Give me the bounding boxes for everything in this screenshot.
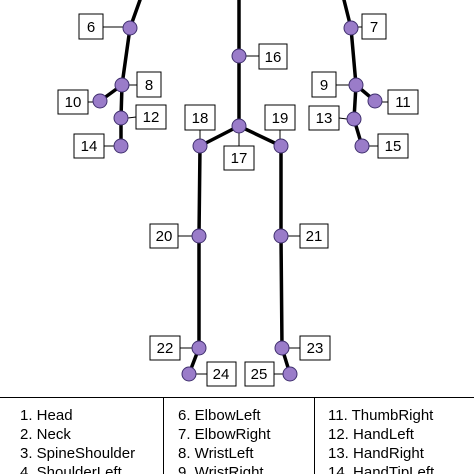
joint-handtip-left xyxy=(113,138,129,154)
joint-foot-left xyxy=(181,366,197,382)
legend-item: 14. HandTipLeft xyxy=(328,464,435,474)
label-box-23: 23 xyxy=(299,335,331,361)
label-box-6: 6 xyxy=(78,13,104,40)
legend-divider xyxy=(314,398,315,474)
joint-ankle-left xyxy=(191,340,207,356)
bone-left-forearm xyxy=(120,26,132,87)
label-box-18: 18 xyxy=(184,104,216,131)
joint-knee-left xyxy=(191,228,207,244)
label-box-14: 14 xyxy=(73,133,105,159)
legend-item: 9. WristRight xyxy=(178,464,264,474)
legend-item: 7. ElbowRight xyxy=(178,426,271,443)
legend-divider xyxy=(163,398,164,474)
label-box-22: 22 xyxy=(149,335,181,361)
legend-item: 13. HandRight xyxy=(328,445,424,462)
joint-spine-base xyxy=(231,118,247,134)
label-text: 21 xyxy=(306,228,323,245)
label-box-9: 9 xyxy=(311,71,337,98)
legend-item: 1. Head xyxy=(20,407,73,424)
joint-hip-right xyxy=(273,138,289,154)
label-text: 11 xyxy=(395,94,411,111)
bone-right-shin xyxy=(279,234,284,350)
joint-elbow-right xyxy=(343,20,359,36)
label-box-21: 21 xyxy=(299,223,329,249)
label-box-11: 11 xyxy=(387,89,419,115)
skeleton-diagram: 6 7 16 8 9 10 11 12 13 14 15 18 19 17 20… xyxy=(57,0,419,387)
joint-handtip-right xyxy=(354,138,370,154)
joint-labels: 6 7 16 8 9 10 11 12 13 14 15 18 19 17 20… xyxy=(57,13,419,387)
legend-item: 2. Neck xyxy=(20,426,71,443)
joint-legend: 1. Head 2. Neck 3. SpineShoulder 4. Shou… xyxy=(0,397,474,474)
legend-item: 4. ShoulderLeft xyxy=(20,464,122,474)
bone-left-thigh xyxy=(197,144,202,238)
label-text: 8 xyxy=(145,77,153,94)
label-box-7: 7 xyxy=(361,13,387,40)
label-box-12: 12 xyxy=(135,104,167,130)
legend-item: 12. HandLeft xyxy=(328,426,414,443)
label-box-15: 15 xyxy=(377,133,409,159)
joint-foot-right xyxy=(282,366,298,382)
label-text: 18 xyxy=(192,110,209,127)
label-box-16: 16 xyxy=(258,43,288,70)
label-text: 7 xyxy=(370,19,378,36)
label-text: 9 xyxy=(320,77,328,94)
label-text: 10 xyxy=(65,94,82,111)
joint-wrist-left xyxy=(114,77,130,93)
label-text: 15 xyxy=(385,138,402,155)
label-text: 25 xyxy=(251,366,268,383)
legend-column-3: 11. ThumbRight 12. HandLeft 13. HandRigh… xyxy=(328,406,434,474)
label-text: 22 xyxy=(157,340,174,357)
bone-right-forearm xyxy=(349,26,358,87)
joint-spine-mid xyxy=(231,48,247,64)
joint-thumb-left xyxy=(92,93,108,109)
label-text: 13 xyxy=(316,110,333,127)
label-text: 17 xyxy=(231,150,248,167)
legend-column-2: 6. ElbowLeft 7. ElbowRight 8. WristLeft … xyxy=(178,406,271,474)
joint-wrist-right xyxy=(348,77,364,93)
joint-thumb-right xyxy=(367,93,383,109)
label-text: 6 xyxy=(87,19,95,36)
legend-column-1: 1. Head 2. Neck 3. SpineShoulder 4. Shou… xyxy=(20,406,135,474)
bone-hip-right xyxy=(237,124,283,148)
label-text: 12 xyxy=(143,109,160,126)
label-box-24: 24 xyxy=(206,361,237,387)
legend-item: 11. ThumbRight xyxy=(328,407,434,424)
joint-knee-right xyxy=(273,228,289,244)
label-text: 20 xyxy=(156,228,173,245)
legend-item: 3. SpineShoulder xyxy=(20,445,136,462)
legend-item: 6. ElbowLeft xyxy=(178,407,261,424)
label-box-25: 25 xyxy=(244,361,275,387)
label-box-17: 17 xyxy=(223,145,255,171)
label-box-13: 13 xyxy=(308,105,340,131)
joint-elbow-left xyxy=(122,20,138,36)
label-box-10: 10 xyxy=(57,89,89,115)
joints xyxy=(92,20,383,382)
label-text: 23 xyxy=(307,340,324,357)
label-text: 16 xyxy=(265,49,282,66)
label-text: 24 xyxy=(213,366,230,383)
joint-hand-right xyxy=(346,111,362,127)
joint-hip-left xyxy=(192,138,208,154)
label-text: 19 xyxy=(272,110,289,127)
label-text: 14 xyxy=(81,138,98,155)
legend-item: 8. WristLeft xyxy=(178,445,254,462)
joint-ankle-right xyxy=(274,340,290,356)
label-box-19: 19 xyxy=(264,104,296,131)
joint-hand-left xyxy=(113,110,129,126)
label-box-8: 8 xyxy=(136,71,162,98)
label-box-20: 20 xyxy=(149,223,179,249)
